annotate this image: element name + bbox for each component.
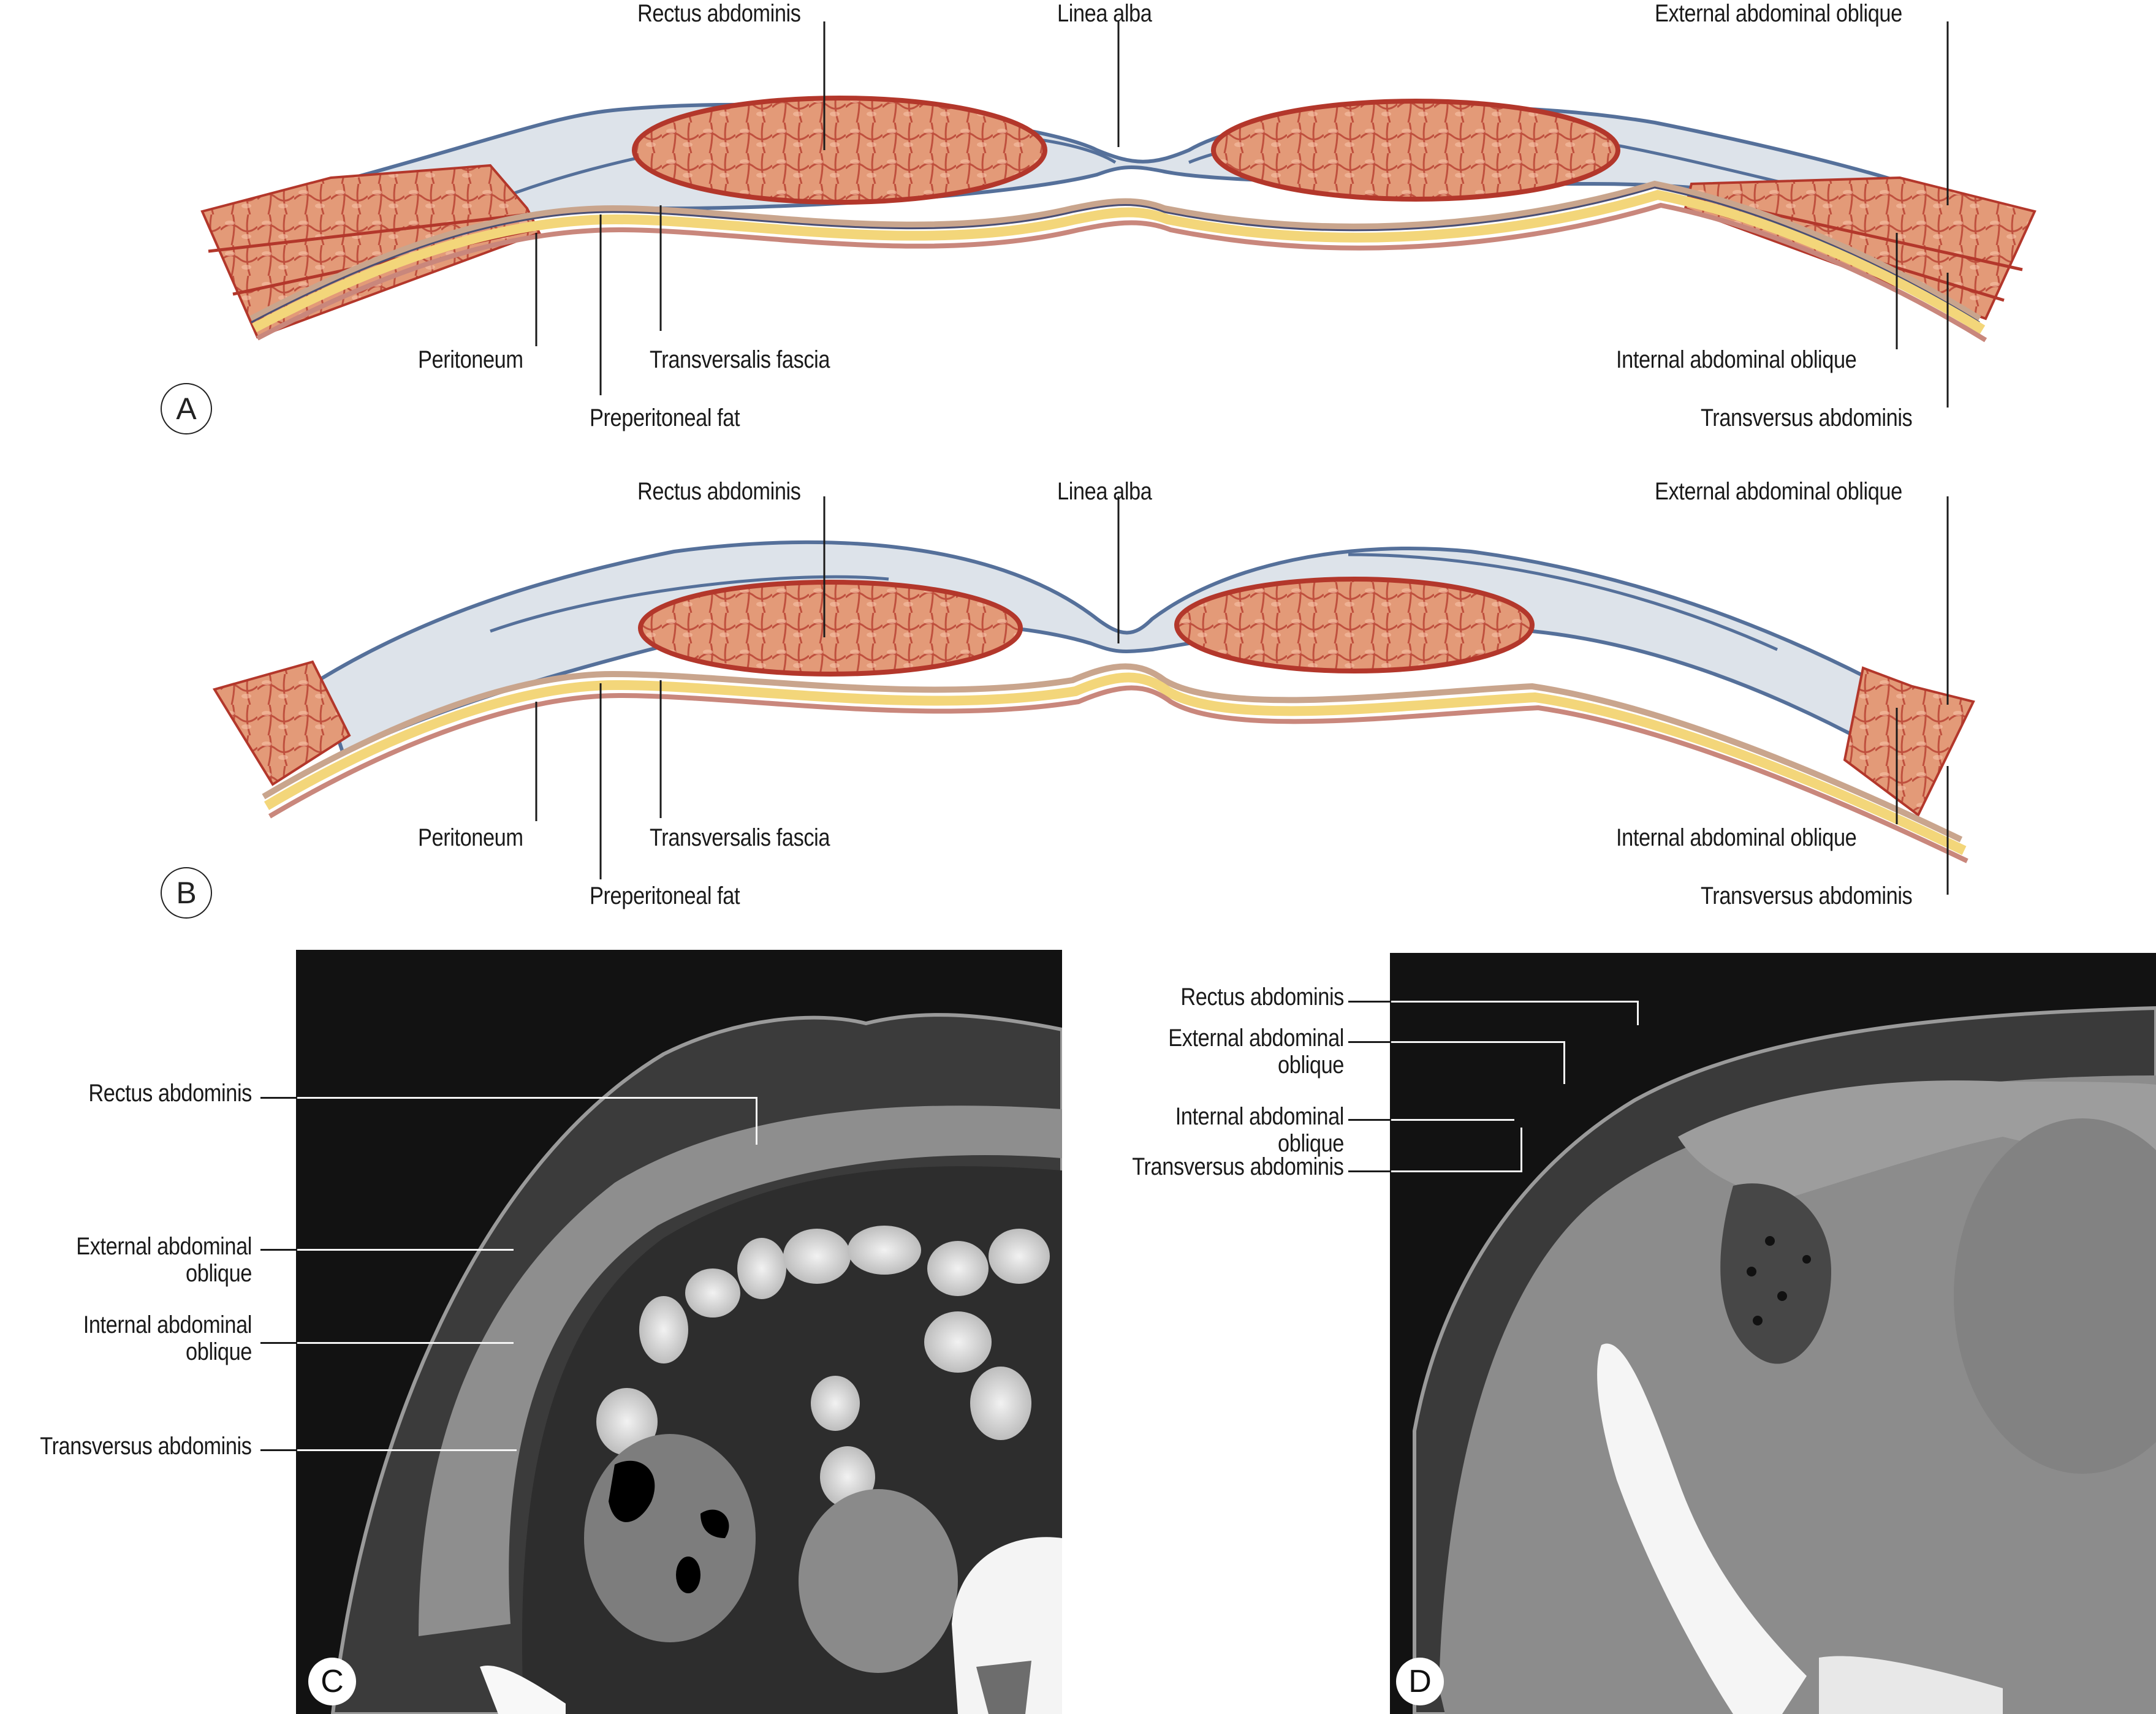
deep-layers-b — [262, 663, 1968, 863]
ct-image-c: C — [296, 950, 1062, 1714]
label-rectus-abdominis-c: Rectus abdominis — [88, 1080, 252, 1107]
leader-line-rectus-c-vertical — [756, 1097, 757, 1145]
panel-badge-a: A — [161, 383, 212, 434]
leader-line-rectus-d — [1390, 1001, 1638, 1003]
rectus-abdominis-left — [638, 580, 1023, 677]
leader-stub-rectus-c — [260, 1097, 297, 1099]
panel-b-illustration — [212, 540, 1975, 863]
label-transversalis-fascia-b: Transversalis fascia — [650, 824, 830, 851]
leader-stub-external-c — [260, 1249, 297, 1251]
lateral-muscles-right — [1843, 666, 1975, 817]
label-rectus-abdominis-a: Rectus abdominis — [637, 0, 801, 27]
leader-line-external-d — [1390, 1041, 1565, 1043]
leader-stub-transversus-d — [1348, 1170, 1391, 1172]
panel-badge-d: D — [1396, 1658, 1444, 1705]
label-peritoneum-a: Peritoneum — [418, 346, 523, 373]
label-internal-oblique-c: Internal abdominal oblique — [83, 1311, 252, 1365]
leader-stub-rectus-d — [1348, 1001, 1391, 1003]
panel-badge-c: C — [308, 1658, 356, 1705]
leader-lines-a — [535, 21, 1949, 408]
label-external-oblique-a: External abdominal oblique — [1655, 0, 1902, 27]
label-external-oblique-b: External abdominal oblique — [1655, 478, 1902, 505]
ct-image-d: D — [1390, 953, 2156, 1714]
leader-line-transversus-d-vertical — [1520, 1128, 1522, 1172]
panel-a-illustration — [200, 96, 2036, 343]
label-preperitoneal-fat-b: Preperitoneal fat — [590, 882, 740, 909]
label-linea-alba-a: Linea alba — [1057, 0, 1152, 27]
leader-line-rectus-d-vertical — [1637, 1001, 1639, 1025]
illustration-canvas — [200, 21, 2036, 895]
label-peritoneum-b: Peritoneum — [418, 824, 523, 851]
lateral-muscles-left — [200, 164, 541, 339]
label-transversus-abdominis-b: Transversus abdominis — [1701, 882, 1913, 909]
lateral-muscles-left — [212, 660, 351, 786]
leader-line-transversus-c — [296, 1449, 517, 1451]
leader-stub-external-d — [1348, 1041, 1391, 1043]
rectus-abdominis-right — [1174, 577, 1535, 673]
lateral-muscles-right — [1683, 176, 2036, 320]
leader-line-internal-d — [1390, 1119, 1514, 1121]
leader-line-transversus-d — [1390, 1170, 1522, 1172]
label-transversus-abdominis-d: Transversus abdominis — [1132, 1153, 1345, 1180]
leader-line-external-c — [296, 1249, 514, 1251]
label-internal-oblique-d: Internal abdominal oblique — [1175, 1103, 1345, 1157]
leader-stub-internal-d — [1348, 1119, 1391, 1121]
leader-line-external-d-vertical — [1563, 1041, 1565, 1084]
label-linea-alba-b: Linea alba — [1057, 478, 1152, 505]
label-external-oblique-c: External abdominal oblique — [76, 1233, 252, 1287]
rectus-abdominis-left — [632, 96, 1047, 205]
deep-layers-a — [249, 180, 1987, 343]
leader-lines-b — [535, 496, 1949, 895]
label-transversus-abdominis-a: Transversus abdominis — [1701, 404, 1913, 431]
label-internal-oblique-b: Internal abdominal oblique — [1616, 824, 1857, 851]
label-rectus-abdominis-b: Rectus abdominis — [637, 478, 801, 505]
ct-scan-d-drawing — [1413, 1006, 2156, 1714]
label-transversalis-fascia-a: Transversalis fascia — [650, 346, 830, 373]
label-transversus-abdominis-c: Transversus abdominis — [40, 1433, 252, 1460]
label-preperitoneal-fat-a: Preperitoneal fat — [590, 404, 740, 431]
label-rectus-abdominis-d: Rectus abdominis — [1180, 984, 1344, 1011]
leader-stub-internal-c — [260, 1342, 297, 1344]
ct-scan-c-drawing — [330, 1013, 1062, 1714]
leader-line-rectus-c — [296, 1097, 757, 1099]
label-internal-oblique-a: Internal abdominal oblique — [1616, 346, 1857, 373]
label-external-oblique-d: External abdominal oblique — [1168, 1025, 1344, 1079]
rectus-abdominis-right — [1211, 99, 1620, 202]
panel-badge-b: B — [161, 867, 212, 919]
leader-line-internal-c — [296, 1342, 514, 1344]
leader-stub-transversus-c — [260, 1449, 297, 1451]
